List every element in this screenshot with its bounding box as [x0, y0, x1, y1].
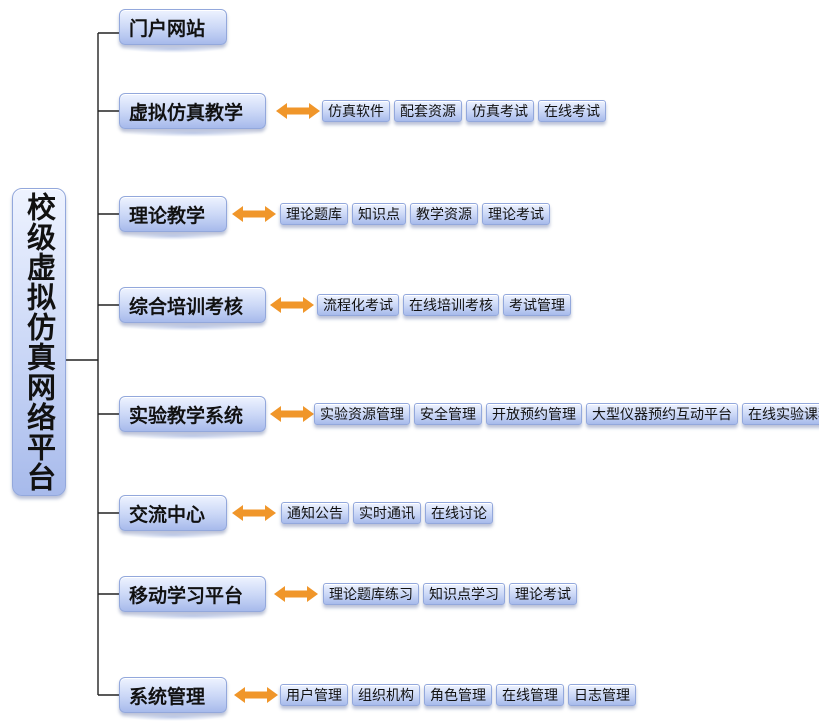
sub-item-chip: 理论考试 — [509, 583, 577, 605]
module-label: 移动学习平台 — [129, 584, 244, 607]
sub-item-chip: 考试管理 — [503, 294, 571, 316]
double-arrow-icon — [234, 687, 278, 703]
double-arrow-icon — [274, 586, 318, 602]
sub-item-group: 仿真软件配套资源仿真考试在线考试 — [322, 100, 606, 122]
sub-item-chip: 在线培训考核 — [403, 294, 499, 316]
module-label: 虚拟仿真教学 — [129, 101, 244, 124]
root-label: 校级虚拟仿真网络平台 — [22, 192, 57, 492]
sub-item-chip: 理论考试 — [482, 203, 550, 225]
module-node: 系统管理 — [119, 677, 227, 721]
sub-item-chip: 实时通讯 — [353, 502, 421, 524]
sub-item-group: 理论题库知识点教学资源理论考试 — [280, 203, 550, 225]
double-arrow-icon — [276, 103, 320, 119]
module-node: 门户网站 — [119, 9, 227, 53]
module-label: 交流中心 — [129, 503, 206, 526]
sub-item-chip: 在线管理 — [496, 684, 564, 706]
module-label: 理论教学 — [129, 204, 206, 227]
root-node: 校级虚拟仿真网络平台 — [12, 188, 66, 496]
module-node: 移动学习平台 — [119, 576, 266, 620]
sub-item-group: 用户管理组织机构角色管理在线管理日志管理 — [280, 684, 636, 706]
sub-item-chip: 在线实验课程 — [742, 403, 819, 425]
sub-item-chip: 流程化考试 — [317, 294, 399, 316]
sub-item-chip: 理论题库 — [280, 203, 348, 225]
sub-item-chip: 组织机构 — [352, 684, 420, 706]
sub-item-group: 实验资源管理安全管理开放预约管理大型仪器预约互动平台在线实验课程 — [314, 403, 819, 425]
sub-item-chip: 在线考试 — [538, 100, 606, 122]
sub-item-group: 流程化考试在线培训考核考试管理 — [317, 294, 571, 316]
sub-item-chip: 在线讨论 — [425, 502, 493, 524]
sub-item-chip: 仿真考试 — [466, 100, 534, 122]
sub-item-chip: 开放预约管理 — [486, 403, 582, 425]
sub-item-chip: 角色管理 — [424, 684, 492, 706]
module-node: 虚拟仿真教学 — [119, 93, 266, 137]
double-arrow-icon — [270, 406, 314, 422]
sub-item-chip: 教学资源 — [410, 203, 478, 225]
sub-item-chip: 大型仪器预约互动平台 — [586, 403, 738, 425]
sub-item-chip: 理论题库练习 — [323, 583, 419, 605]
module-label: 系统管理 — [129, 685, 206, 708]
module-node: 理论教学 — [119, 196, 227, 240]
sub-item-group: 理论题库练习知识点学习理论考试 — [323, 583, 577, 605]
module-label: 实验教学系统 — [129, 404, 244, 427]
module-node: 实验教学系统 — [119, 396, 266, 440]
module-node: 综合培训考核 — [119, 287, 266, 331]
sub-item-chip: 知识点 — [352, 203, 406, 225]
sub-item-chip: 实验资源管理 — [314, 403, 410, 425]
module-label: 门户网站 — [129, 17, 206, 40]
sub-item-group: 通知公告实时通讯在线讨论 — [281, 502, 493, 524]
sub-item-chip: 日志管理 — [568, 684, 636, 706]
sub-item-chip: 用户管理 — [280, 684, 348, 706]
sub-item-chip: 知识点学习 — [423, 583, 505, 605]
double-arrow-icon — [270, 297, 314, 313]
sub-item-chip: 通知公告 — [281, 502, 349, 524]
sub-item-chip: 仿真软件 — [322, 100, 390, 122]
double-arrow-icon — [232, 505, 276, 521]
sub-item-chip: 安全管理 — [414, 403, 482, 425]
double-arrow-icon — [232, 206, 276, 222]
module-label: 综合培训考核 — [129, 295, 244, 318]
module-node: 交流中心 — [119, 495, 227, 539]
sub-item-chip: 配套资源 — [394, 100, 462, 122]
